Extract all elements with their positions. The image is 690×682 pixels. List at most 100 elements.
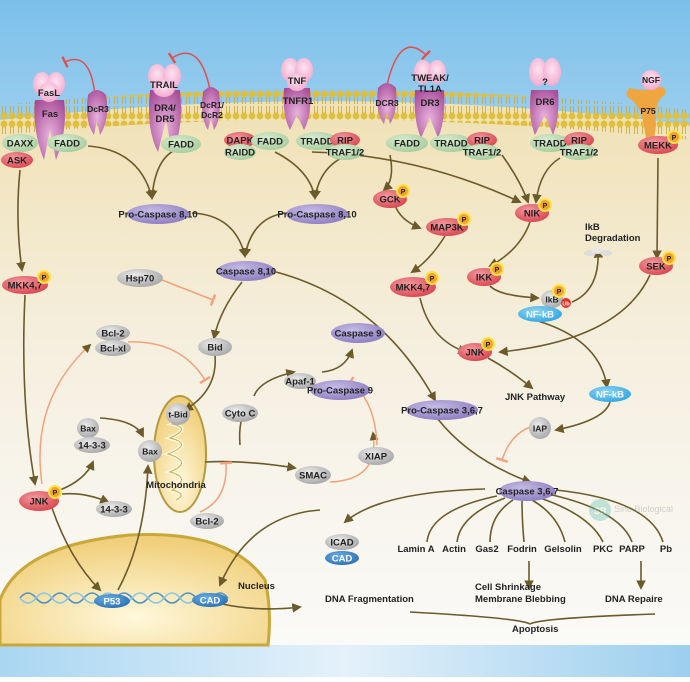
node-nfkb2[interactable]: NF-kB bbox=[589, 386, 631, 402]
node-shape bbox=[251, 132, 289, 150]
node-bid[interactable]: Bid bbox=[198, 338, 232, 356]
node-label: TRADD bbox=[434, 139, 467, 150]
node-casp9[interactable]: Caspase 9 bbox=[331, 323, 385, 343]
substrate-gas2[interactable]: Gas2 bbox=[475, 544, 498, 555]
node-cytoc[interactable]: Cyto C bbox=[222, 404, 258, 422]
node-mkk47b[interactable]: MKK4,7P bbox=[390, 271, 439, 297]
node-label: NF-kB bbox=[596, 390, 624, 401]
node-mkk47a[interactable]: MKK4,7P bbox=[2, 270, 51, 294]
node-tradd2[interactable]: TRADD bbox=[430, 134, 472, 152]
receptor-tnfr1[interactable]: TNF TNFR1 bbox=[281, 58, 314, 130]
node-shape bbox=[296, 132, 338, 150]
node-daxx[interactable]: DAXX bbox=[2, 134, 38, 152]
node-smac[interactable]: SMAC bbox=[295, 466, 331, 484]
node-rip1[interactable]: RIP bbox=[330, 132, 360, 148]
node-shape bbox=[224, 144, 256, 160]
node-fadd4[interactable]: FADD bbox=[386, 134, 428, 152]
node-shape bbox=[95, 340, 131, 356]
node-bcl2b[interactable]: Bcl-2 bbox=[190, 513, 224, 529]
node-ask[interactable]: ASK bbox=[1, 152, 33, 168]
degradation-cloud-icon bbox=[584, 248, 612, 256]
node-hsp70[interactable]: Hsp70 bbox=[117, 269, 163, 287]
node-traf3[interactable]: TRAF1/2 bbox=[560, 144, 599, 160]
node-traf2[interactable]: TRAF1/2 bbox=[463, 144, 502, 160]
substrate-lamin-a[interactable]: Lamin A bbox=[397, 544, 434, 555]
membrane-blebbing-label: Membrane Blebbing bbox=[475, 594, 566, 605]
node-fadd2[interactable]: FADD bbox=[161, 135, 201, 153]
node-iap[interactable]: IAP bbox=[529, 417, 551, 439]
node-label: Bcl-xl bbox=[100, 344, 126, 355]
node-label: DAXX bbox=[7, 139, 34, 150]
node-procasp367[interactable]: Pro-Caspase 3,6,7 bbox=[401, 400, 483, 420]
svg-text:SB: SB bbox=[594, 506, 607, 516]
node-p1433a[interactable]: 14-3-3 bbox=[74, 437, 110, 453]
node-rip3[interactable]: RIP bbox=[564, 132, 594, 148]
receptor-dcr3-b[interactable]: DCR3 bbox=[375, 83, 399, 124]
substrate-pkc[interactable]: PKC bbox=[593, 544, 613, 555]
node-procasp810b[interactable]: Pro-Caspase 8,10 bbox=[277, 204, 357, 224]
node-bclxl[interactable]: Bcl-xl bbox=[95, 340, 131, 356]
node-tradd3[interactable]: TRADD bbox=[530, 134, 570, 152]
node-bcl2a[interactable]: Bcl-2 bbox=[96, 325, 130, 341]
receptor-dr6-label: DR6 bbox=[535, 97, 554, 108]
node-p53[interactable]: P53 bbox=[94, 594, 130, 608]
receptor-p75[interactable]: NGF P75 bbox=[626, 70, 666, 143]
node-tbid[interactable]: t-Bid bbox=[166, 403, 190, 425]
node-cad1[interactable]: CAD bbox=[325, 551, 359, 565]
node-icad[interactable]: ICAD bbox=[325, 534, 359, 550]
node-fadd3[interactable]: FADD bbox=[251, 132, 289, 150]
mitochondria bbox=[153, 395, 207, 513]
node-bax2[interactable]: Bax bbox=[138, 440, 162, 462]
node-shape bbox=[589, 386, 631, 402]
substrate-parp[interactable]: PARP bbox=[619, 544, 645, 555]
phosphorylation-icon: P bbox=[48, 485, 62, 499]
node-shape bbox=[217, 261, 275, 281]
receptor-dr3[interactable]: TWEAK/ TL1A DR3 bbox=[411, 60, 449, 138]
node-label: IKK bbox=[476, 273, 493, 284]
node-shape bbox=[518, 306, 562, 322]
node-apaf1[interactable]: Apaf-1 bbox=[284, 373, 316, 389]
substrate-fodrin[interactable]: Fodrin bbox=[507, 544, 537, 555]
substrate-pb[interactable]: Pb bbox=[660, 544, 672, 555]
node-procasp9[interactable]: Pro-Caspase 9 bbox=[307, 380, 373, 400]
node-shape bbox=[530, 134, 570, 152]
node-bax1[interactable]: Bax bbox=[77, 418, 99, 438]
receptor-dcr3-a[interactable]: DcR3 bbox=[86, 90, 109, 135]
phosphorylation-icon: P bbox=[425, 271, 439, 285]
node-xiap[interactable]: XIAP bbox=[358, 447, 394, 465]
node-procasp810a[interactable]: Pro-Caspase 8,10 bbox=[118, 204, 198, 224]
node-tradd1[interactable]: TRADD bbox=[296, 132, 338, 150]
substrate-gelsolin[interactable]: Gelsolin bbox=[544, 544, 582, 555]
substrate-actin[interactable]: Actin bbox=[442, 544, 466, 555]
node-raidd[interactable]: RAIDD bbox=[224, 144, 256, 160]
node-cad2[interactable]: CAD bbox=[192, 593, 228, 607]
dna-fragmentation-label: DNA Fragmentation bbox=[325, 594, 414, 605]
receptor-dcr2-label: DcR2 bbox=[201, 110, 223, 120]
node-label: TRADD bbox=[533, 139, 566, 150]
node-p1433b[interactable]: 14-3-3 bbox=[96, 501, 132, 517]
node-casp810[interactable]: Caspase 8,10 bbox=[216, 261, 276, 281]
node-label: 14-3-3 bbox=[100, 505, 127, 516]
node-shape bbox=[161, 135, 201, 153]
node-casp367[interactable]: Caspase 3,6,7 bbox=[496, 481, 559, 501]
node-traf1[interactable]: TRAF1/2 bbox=[326, 144, 365, 160]
node-label: ASK bbox=[7, 156, 27, 167]
node-dapk[interactable]: DAPK bbox=[224, 132, 256, 148]
node-fadd1[interactable]: FADD bbox=[47, 134, 87, 152]
receptor-dcr1-dcr2[interactable]: DcR1/ DcR2 bbox=[200, 87, 225, 130]
node-shape bbox=[192, 593, 228, 607]
node-label: Apaf-1 bbox=[285, 377, 315, 388]
node-rip2[interactable]: RIP bbox=[467, 132, 497, 148]
receptor-dr6[interactable]: ? DR6 bbox=[529, 58, 561, 135]
node-nfkb1[interactable]: NF-kB bbox=[518, 306, 562, 322]
